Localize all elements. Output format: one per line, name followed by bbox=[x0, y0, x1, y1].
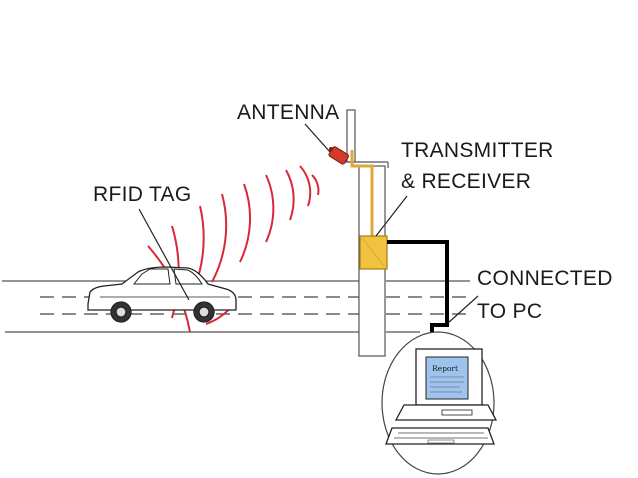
connected-label: CONNECTED bbox=[477, 267, 613, 290]
antenna-icon bbox=[328, 146, 350, 165]
computer-icon: Report bbox=[381, 331, 498, 475]
transmitter-label: TRANSMITTER bbox=[401, 139, 554, 162]
reader-box-icon bbox=[359, 235, 388, 270]
transmitter-leader bbox=[375, 195, 408, 237]
antenna-leader bbox=[304, 123, 331, 153]
antenna-label: ANTENNA bbox=[237, 101, 339, 124]
receiver-label: & RECEIVER bbox=[401, 170, 531, 193]
signal-wave-1 bbox=[311, 174, 320, 196]
signal-wave-4 bbox=[265, 174, 275, 243]
antenna-feed-wire bbox=[350, 150, 374, 240]
leader-lines bbox=[138, 123, 479, 324]
connected-leader bbox=[447, 295, 479, 324]
pole bbox=[340, 109, 389, 357]
to-pc-label: TO PC bbox=[477, 300, 542, 323]
signal-wave-5 bbox=[239, 183, 252, 263]
rfid-tag-leader bbox=[138, 208, 190, 301]
signal-wave-3 bbox=[285, 169, 295, 221]
rfid-tag-label: RFID TAG bbox=[93, 183, 191, 206]
car-icon bbox=[87, 266, 237, 323]
signal-wave-6 bbox=[211, 193, 228, 283]
signal-wave-2 bbox=[299, 165, 312, 207]
screen-label: Report bbox=[432, 364, 458, 373]
